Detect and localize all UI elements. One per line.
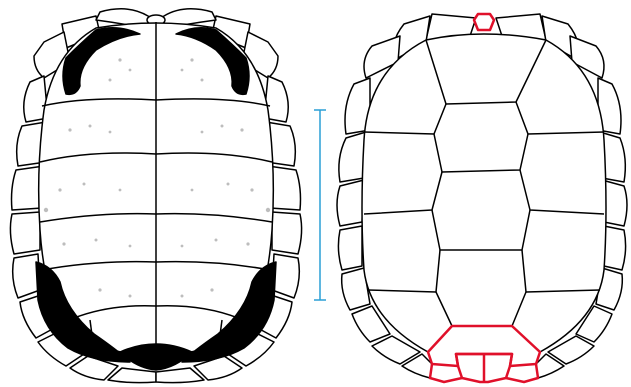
scale-bar <box>314 110 326 300</box>
highlighted-nuchal-scute <box>474 14 494 30</box>
right-central-disc <box>362 34 606 352</box>
scute-outline-right <box>337 14 627 382</box>
specimen-shell-left <box>10 9 301 383</box>
